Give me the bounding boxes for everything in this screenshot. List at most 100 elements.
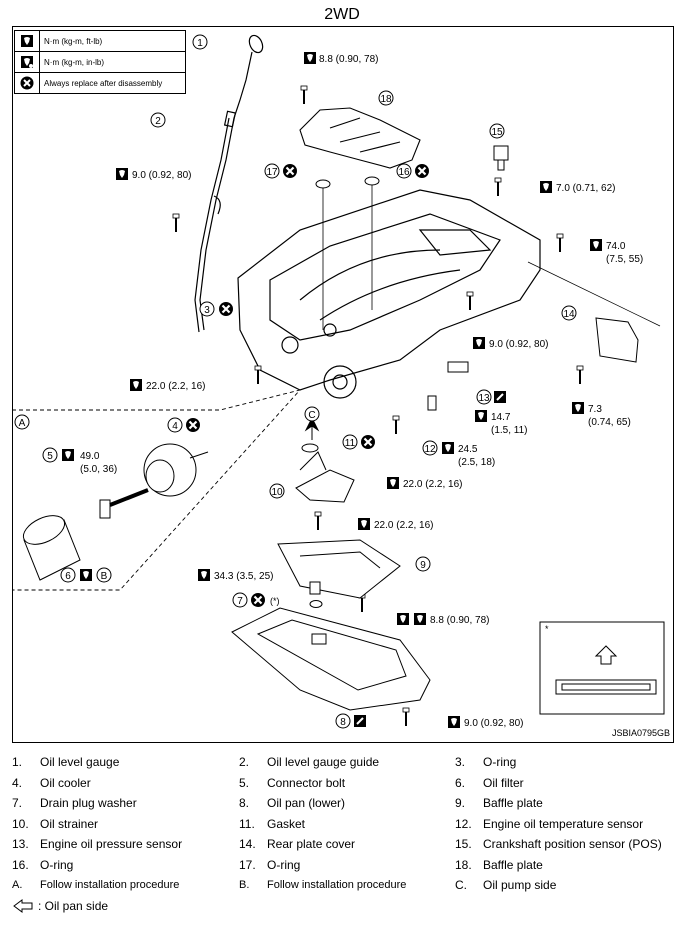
inset-box: * bbox=[539, 621, 665, 715]
o-ring-16 bbox=[364, 176, 380, 186]
legend-text: N·m (kg-m, ft-lb) bbox=[44, 36, 103, 46]
svg-text:9: 9 bbox=[420, 560, 426, 571]
part-name: Oil pan (lower) bbox=[267, 796, 346, 811]
replace-x-icon bbox=[281, 162, 299, 180]
svg-text:11: 11 bbox=[345, 438, 356, 449]
part-name: Baffle plate bbox=[483, 857, 543, 872]
svg-text:3: 3 bbox=[204, 305, 210, 316]
callout-8: 8 bbox=[335, 713, 351, 729]
torque-14-7: 14.7 (1.5, 11) bbox=[475, 410, 528, 436]
callout-5: 5 bbox=[42, 447, 58, 463]
torque-22-0-left: 22.0 (2.2, 16) bbox=[130, 379, 205, 392]
part-name: Oil filter bbox=[483, 775, 524, 790]
svg-text:18: 18 bbox=[380, 94, 392, 105]
part-name: O-ring bbox=[40, 857, 74, 872]
legend-row: N·m (kg-m, ft-lb) bbox=[15, 31, 185, 52]
diagram-title: 2WD bbox=[324, 6, 360, 23]
torque-wrench-icon bbox=[21, 35, 33, 47]
detail-a-boundary bbox=[12, 389, 302, 591]
part-name: Baffle plate bbox=[483, 796, 543, 811]
svg-text:(1.5, 11): (1.5, 11) bbox=[491, 425, 528, 436]
torque-49-0: 49.0(5.0, 36) bbox=[62, 449, 117, 475]
svg-text:7.0 (0.71, 62): 7.0 (0.71, 62) bbox=[556, 183, 615, 194]
replace-x-icon bbox=[184, 416, 202, 434]
part-number: 17. bbox=[239, 857, 256, 872]
torque-7-3: 7.3(0.74, 65) bbox=[572, 402, 631, 428]
torque-9-0-bot: 9.0 (0.92, 80) bbox=[448, 716, 523, 729]
rear-plate-cover bbox=[527, 261, 661, 363]
part-number: 5. bbox=[239, 775, 250, 790]
callout-b: B bbox=[96, 567, 112, 583]
parts-list: 1.Oil level gauge 2.Oil level gauge guid… bbox=[12, 752, 684, 916]
part-name: Oil pump side bbox=[483, 878, 557, 893]
part-number: 14. bbox=[239, 837, 256, 852]
gasket bbox=[301, 443, 319, 453]
torque-6-filter bbox=[80, 569, 92, 581]
parts-row: 16.O-ring 17.O-ring 18.Baffle plate bbox=[12, 855, 684, 876]
part-name: Oil cooler bbox=[40, 775, 91, 790]
torque-9-0-mid: 9.0 (0.92, 80) bbox=[473, 337, 548, 350]
oil-pan-upper bbox=[237, 189, 541, 399]
svg-text:14.7: 14.7 bbox=[491, 412, 511, 423]
callout-15: 15 bbox=[489, 123, 505, 139]
part-number: 3. bbox=[455, 755, 466, 770]
parts-row: A.Follow installation procedure B.Follow… bbox=[12, 875, 684, 896]
callout-18: 18 bbox=[378, 90, 394, 106]
svg-text:(7.5, 55): (7.5, 55) bbox=[606, 254, 643, 265]
callout-2: 2 bbox=[150, 112, 166, 128]
torque-34-3: 34.3 (3.5, 25) bbox=[198, 569, 273, 582]
svg-text:6: 6 bbox=[65, 571, 71, 582]
svg-text:49.0: 49.0 bbox=[80, 451, 100, 462]
part-name: Engine oil pressure sensor bbox=[40, 837, 183, 852]
svg-text:4: 4 bbox=[172, 421, 178, 432]
replace-x-icon bbox=[359, 433, 377, 451]
callout-14: 14 bbox=[561, 305, 577, 321]
legend-text: N·m (kg-m, in-lb) bbox=[44, 57, 104, 67]
svg-text:A: A bbox=[19, 418, 26, 429]
callout-3: 3 bbox=[199, 301, 215, 317]
part-name: Follow installation procedure bbox=[267, 879, 407, 892]
svg-text:16: 16 bbox=[398, 167, 410, 178]
callout-c: C bbox=[304, 406, 320, 422]
svg-text:15: 15 bbox=[491, 127, 503, 138]
oil-filter bbox=[22, 515, 81, 581]
svg-text:22.0 (2.2, 16): 22.0 (2.2, 16) bbox=[403, 479, 462, 490]
baffle-plate-lower bbox=[277, 539, 401, 599]
connector-bolt bbox=[99, 488, 149, 519]
svg-text:24.5: 24.5 bbox=[458, 444, 478, 455]
drain-plug-note: (*) bbox=[270, 596, 280, 606]
torque-22-0-low: 22.0 (2.2, 16) bbox=[358, 518, 433, 531]
oil-pan-lower bbox=[231, 607, 431, 711]
footnote-text: : Oil pan side bbox=[38, 898, 109, 913]
svg-text:74.0: 74.0 bbox=[606, 241, 626, 252]
svg-text:14: 14 bbox=[563, 309, 575, 320]
callout-4: 4 bbox=[167, 417, 183, 433]
part-name: Connector bolt bbox=[267, 775, 346, 790]
part-number: 15. bbox=[455, 837, 472, 852]
svg-text:9.0 (0.92, 80): 9.0 (0.92, 80) bbox=[464, 718, 523, 729]
o-ring-17 bbox=[315, 179, 331, 189]
replace-x-icon bbox=[413, 162, 431, 180]
callout-a: A bbox=[14, 414, 30, 430]
callout-7: 7 bbox=[232, 592, 248, 608]
sealant-icon bbox=[493, 390, 507, 404]
part-name: Oil level gauge bbox=[40, 755, 120, 770]
part-number: 10. bbox=[12, 816, 29, 831]
inset-star-label: * bbox=[545, 624, 549, 634]
oil-cooler bbox=[143, 443, 209, 497]
torque-9-0-left: 9.0 (0.92, 80) bbox=[116, 168, 191, 181]
replace-x-icon bbox=[217, 300, 235, 318]
engine-oil-temperature-sensor bbox=[427, 395, 437, 411]
callout-17: 17 bbox=[264, 163, 280, 179]
svg-text:7.3: 7.3 bbox=[588, 404, 602, 415]
part-number: 2. bbox=[239, 755, 250, 770]
part-number: 18. bbox=[455, 857, 472, 872]
callout-10: 10 bbox=[269, 483, 285, 499]
part-name: Oil level gauge guide bbox=[267, 755, 380, 770]
part-name: Oil strainer bbox=[40, 816, 99, 831]
svg-text:7: 7 bbox=[237, 596, 243, 607]
replace-x-icon bbox=[20, 76, 34, 90]
svg-text:1: 1 bbox=[197, 38, 203, 49]
callout-13: 13 bbox=[476, 389, 492, 405]
part-name: O-ring bbox=[267, 857, 301, 872]
